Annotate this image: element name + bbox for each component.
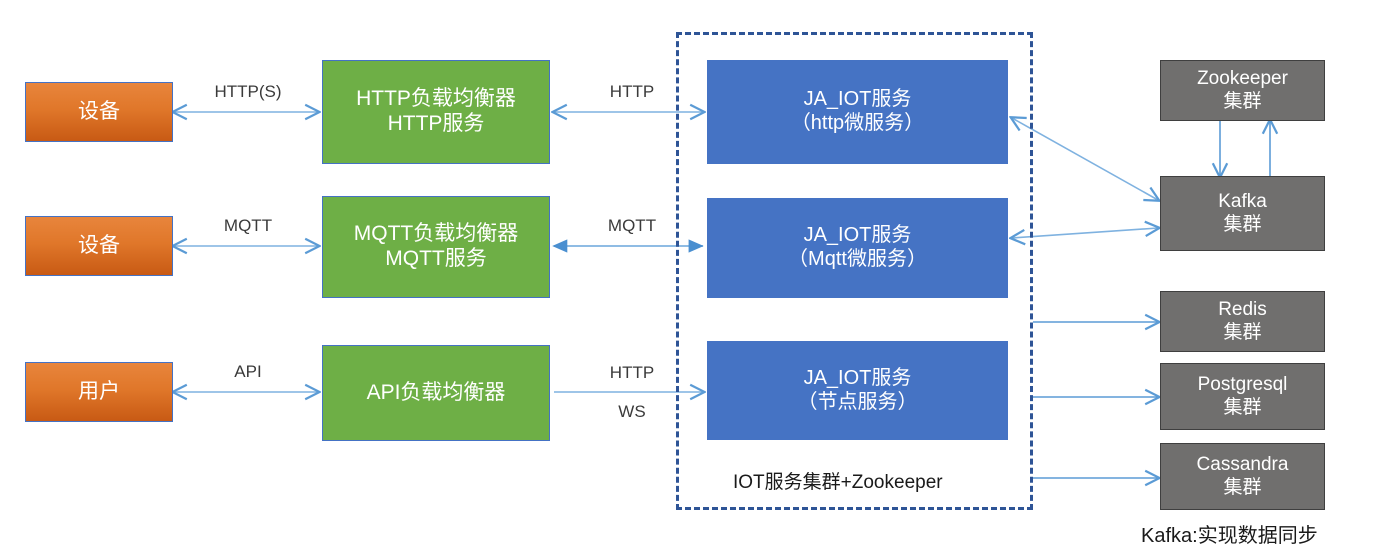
- load-balancer-api[interactable]: API负载均衡器: [322, 345, 550, 441]
- edge-label-api-http: HTTP: [609, 363, 655, 382]
- cluster-box-cassandra[interactable]: Cassandra 集群: [1160, 443, 1325, 510]
- kafka-caption: Kafka:实现数据同步: [1141, 525, 1318, 547]
- cluster-box-kafka[interactable]: Kafka 集群: [1160, 176, 1325, 251]
- edge-label-mqtt-service: MQTT: [607, 216, 657, 235]
- cluster-box-redis[interactable]: Redis 集群: [1160, 291, 1325, 352]
- iot-cluster-label: IOT服务集群+Zookeeper: [733, 472, 943, 493]
- load-balancer-mqtt[interactable]: MQTT负载均衡器 MQTT服务: [322, 196, 550, 298]
- cluster-box-postgresql[interactable]: Postgresql 集群: [1160, 363, 1325, 430]
- edge-label-api-ws: WS: [618, 402, 646, 421]
- service-box-ja-iot-mqtt[interactable]: JA_IOT服务 （Mqtt微服务）: [707, 198, 1008, 298]
- edge-label-mqtt-client: MQTT: [223, 216, 273, 235]
- edge-label-http-service: HTTP: [609, 82, 655, 101]
- client-box-device-http[interactable]: 设备: [25, 82, 173, 142]
- edge-ja-iot-mqtt-to-kafka: [1012, 228, 1158, 238]
- edge-label-api: API: [234, 362, 262, 381]
- service-box-ja-iot-http[interactable]: JA_IOT服务 （http微服务）: [707, 60, 1008, 164]
- iot-service-cluster-region: [676, 32, 1033, 510]
- edge-label-http-s: HTTP(S): [214, 82, 282, 101]
- client-box-device-mqtt[interactable]: 设备: [25, 216, 173, 276]
- service-box-ja-iot-node[interactable]: JA_IOT服务 （节点服务）: [707, 341, 1008, 440]
- edge-ja-iot-http-to-kafka: [1012, 118, 1158, 200]
- load-balancer-http[interactable]: HTTP负载均衡器 HTTP服务: [322, 60, 550, 164]
- cluster-box-zookeeper[interactable]: Zookeeper 集群: [1160, 60, 1325, 121]
- client-box-user-api[interactable]: 用户: [25, 362, 173, 422]
